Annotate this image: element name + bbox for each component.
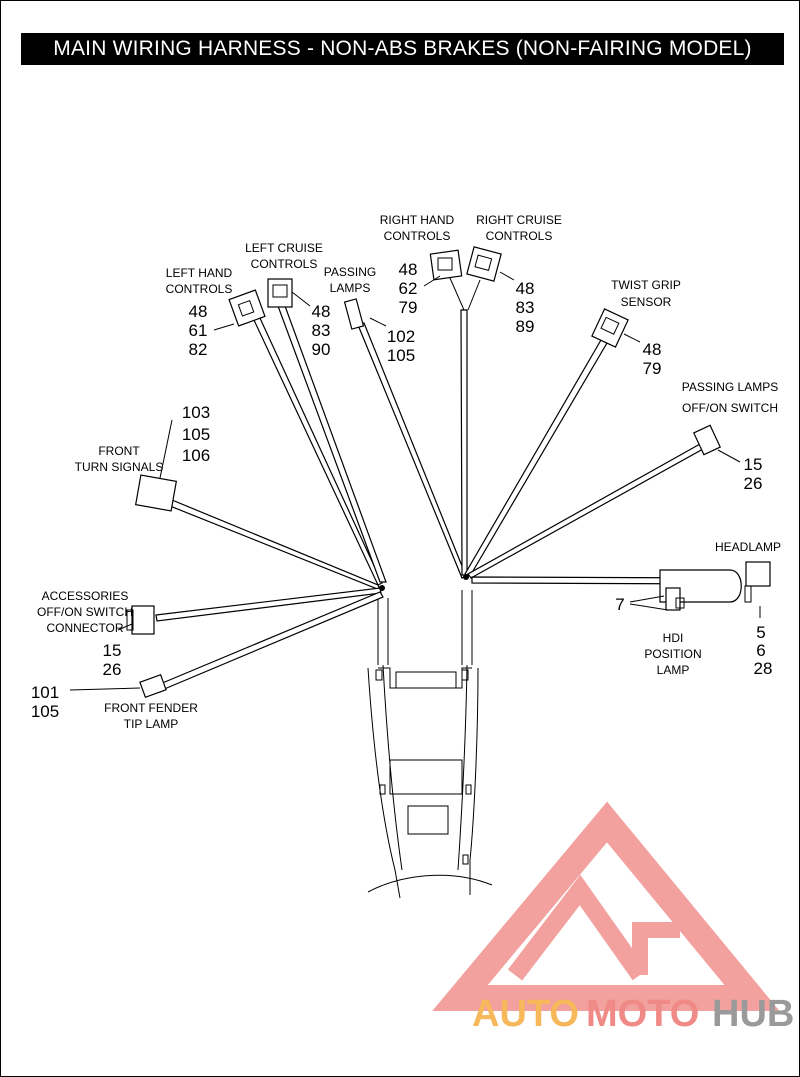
svg-text:28: 28 [754,659,773,678]
svg-text:89: 89 [516,317,535,336]
label-front-turn-signals: FRONT TURN SIGNALS 103 105 106 [75,403,211,474]
svg-text:62: 62 [399,279,418,298]
harness-branches [155,277,741,691]
svg-text:RIGHT HAND: RIGHT HAND [380,213,455,227]
svg-text:HDI: HDI [663,631,684,645]
svg-text:48: 48 [643,340,662,359]
svg-text:LEFT CRUISE: LEFT CRUISE [245,241,323,255]
svg-text:48: 48 [189,302,208,321]
svg-text:HUB: HUB [712,993,794,1035]
svg-text:105: 105 [387,346,415,365]
svg-text:FRONT: FRONT [98,444,140,458]
label-passing-lamps-switch: PASSING LAMPS OFF/ON SWITCH 15 26 [682,380,778,493]
connector-left-cruise [267,278,293,308]
page-title: MAIN WIRING HARNESS - NON-ABS BRAKES (NO… [21,33,784,65]
svg-text:105: 105 [31,702,59,721]
svg-text:102: 102 [387,327,415,346]
svg-text:48: 48 [516,279,535,298]
svg-text:106: 106 [182,446,210,465]
svg-text:FRONT FENDER: FRONT FENDER [104,701,198,715]
svg-text:CONTROLS: CONTROLS [384,229,451,243]
svg-text:101: 101 [31,683,59,702]
label-twist-grip-sensor: TWIST GRIP SENSOR 48 79 [611,278,681,378]
svg-text:15: 15 [744,455,763,474]
connector-twist-grip [591,308,629,348]
svg-text:CONTROLS: CONTROLS [486,229,553,243]
label-left-hand-controls: LEFT HAND CONTROLS 48 61 82 [166,266,233,359]
svg-text:83: 83 [516,298,535,317]
connector-passing-lamps [343,298,365,330]
svg-text:CONTROLS: CONTROLS [251,257,318,271]
svg-text:48: 48 [399,260,418,279]
svg-text:26: 26 [103,660,122,679]
svg-text:105: 105 [182,425,210,444]
svg-text:5: 5 [756,623,765,642]
watermark-logo [432,801,780,1011]
svg-text:82: 82 [189,340,208,359]
svg-text:PASSING LAMPS: PASSING LAMPS [682,380,778,394]
svg-text:90: 90 [312,340,331,359]
watermark-text: AUTO MOTO HUB [472,993,794,1035]
label-right-hand-controls: RIGHT HAND CONTROLS 48 62 79 [380,213,455,317]
svg-text:TWIST GRIP: TWIST GRIP [611,278,681,292]
connector-hdi-position-lamp [665,587,685,611]
svg-text:7: 7 [615,595,624,614]
label-left-cruise-controls: LEFT CRUISE CONTROLS 48 83 90 [245,241,330,359]
label-front-fender-tip-lamp: 101 105 FRONT FENDER TIP LAMP [31,683,198,731]
svg-text:6: 6 [756,641,765,660]
label-headlamp: HEADLAMP 5 6 28 [715,540,781,678]
label-hdi-position-lamp: 7 HDI POSITION LAMP [615,595,701,677]
label-accessories-switch: ACCESSORIES OFF/ON SWITCH CONNECTOR 15 2… [37,589,133,679]
svg-text:15: 15 [103,641,122,660]
connector-tip-lamp [139,673,167,699]
svg-text:83: 83 [312,321,331,340]
svg-text:PASSING: PASSING [324,265,376,279]
label-passing-lamps: PASSING LAMPS 102 105 [324,265,415,365]
callout-lines [69,271,761,691]
connector-accessories [126,605,155,635]
svg-text:TURN SIGNALS: TURN SIGNALS [75,460,164,474]
svg-text:AUTO: AUTO [472,993,579,1035]
svg-text:61: 61 [189,321,208,340]
svg-text:79: 79 [399,298,418,317]
svg-text:OFF/ON SWITCH: OFF/ON SWITCH [682,401,778,415]
connector-passing-switch [692,424,722,456]
svg-text:TIP LAMP: TIP LAMP [124,717,178,731]
svg-text:LAMP: LAMP [657,663,690,677]
connector-right-cruise [466,246,502,282]
connector-right-hand [429,249,463,281]
svg-text:MOTO: MOTO [586,993,699,1035]
svg-text:CONTROLS: CONTROLS [166,282,233,296]
svg-text:103: 103 [182,403,210,422]
svg-text:48: 48 [312,302,331,321]
harness-trunk [367,590,493,899]
svg-text:OFF/ON SWITCH: OFF/ON SWITCH [37,605,133,619]
connector-left-hand [228,289,266,327]
label-right-cruise-controls: RIGHT CRUISE CONTROLS 48 83 89 [476,213,562,336]
svg-text:CONNECTOR: CONNECTOR [46,621,123,635]
svg-text:LAMPS: LAMPS [330,281,371,295]
svg-text:26: 26 [744,474,763,493]
svg-text:POSITION: POSITION [644,647,701,661]
svg-text:HEADLAMP: HEADLAMP [715,540,781,554]
svg-text:SENSOR: SENSOR [621,295,672,309]
svg-text:ACCESSORIES: ACCESSORIES [42,589,129,603]
svg-text:LEFT HAND: LEFT HAND [166,266,233,280]
svg-text:79: 79 [643,359,662,378]
svg-text:RIGHT CRUISE: RIGHT CRUISE [476,213,562,227]
connector-turn-signals [134,474,178,512]
